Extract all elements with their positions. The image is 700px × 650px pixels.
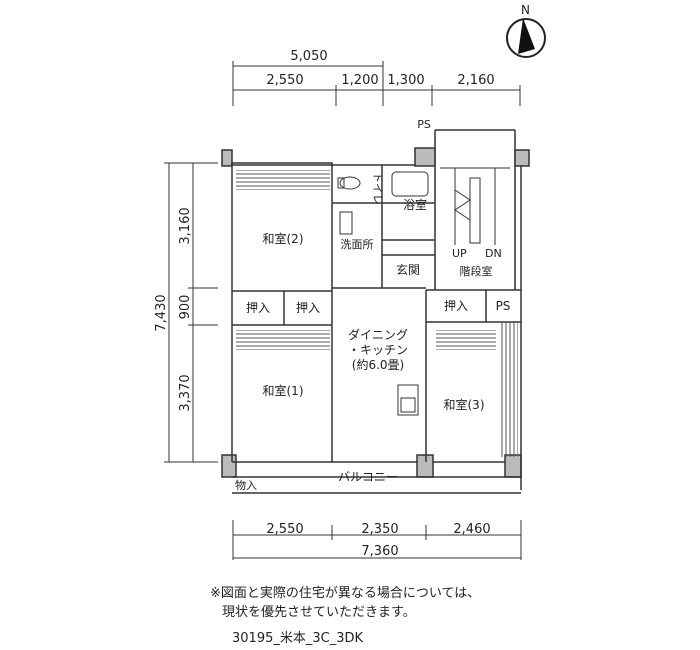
dim-bottom-seg-1: 2,550: [266, 522, 303, 537]
room-entrance: 玄関: [396, 262, 420, 277]
dim-bottom-total: 7,360: [361, 544, 398, 559]
bathtub: [391, 171, 429, 197]
room-washroom: 洗面所: [341, 238, 374, 251]
disclaimer-line-2: 現状を優先させていただきます。: [222, 605, 416, 620]
stair-dn-label: DN: [485, 247, 502, 260]
room-ps-right: PS: [496, 299, 511, 313]
bottom-dimensions: [232, 520, 522, 560]
room-washitsu-2: 和室(2): [263, 231, 304, 246]
stair-up-label: UP: [452, 247, 467, 260]
room-stairwell: 階段室: [460, 264, 493, 278]
room-balcony: バルコニー: [338, 470, 398, 484]
dim-top-seg-1: 2,550: [266, 73, 303, 88]
stairs: [440, 167, 510, 245]
left-dimensions: [164, 162, 218, 463]
closet-texture: [500, 322, 518, 457]
room-storage: 物入: [235, 478, 257, 492]
room-washitsu-3: 和室(3): [444, 397, 485, 412]
kitchen-sink: [400, 397, 416, 413]
room-dining-line1: ダイニング: [348, 327, 408, 342]
dim-bottom-seg-3: 2,460: [453, 522, 490, 537]
walls: [221, 129, 530, 494]
dim-top-total: 5,050: [290, 49, 327, 64]
tatami-texture-3: [436, 330, 496, 350]
room-oshiire-right: 押入: [444, 299, 468, 313]
room-ps-top: PS: [417, 118, 431, 131]
room-bath: 浴室: [403, 197, 427, 212]
room-oshiire-left-1: 押入: [246, 301, 270, 315]
room-toilet: トイレ: [371, 172, 384, 205]
dim-top-seg-3: 1,300: [387, 73, 424, 88]
toilet-fixture: [337, 176, 361, 190]
room-oshiire-left-2: 押入: [296, 301, 320, 315]
top-dimensions: [232, 61, 521, 106]
kitchen-counter: [397, 384, 419, 416]
washbasin: [339, 211, 353, 235]
room-washitsu-1: 和室(1): [263, 383, 304, 398]
dim-bottom-seg-2: 2,350: [361, 522, 398, 537]
dim-top-seg-4: 2,160: [457, 73, 494, 88]
compass: N: [506, 3, 546, 58]
dim-left-seg-1: 3,160: [178, 207, 193, 244]
room-dining-line3: (約6.0畳): [352, 357, 404, 372]
dim-left-total: 7,430: [154, 294, 169, 331]
dim-left-seg-3: 3,370: [178, 374, 193, 411]
disclaimer-note: ※図面と実際の住宅が異なる場合については、 現状を優先させていただきます。: [210, 584, 480, 622]
plan-code: 30195_米本_3C_3DK: [232, 631, 364, 646]
compass-north-label: N: [521, 3, 530, 17]
tatami-texture-2: [236, 170, 330, 190]
dim-left-seg-2: 900: [178, 295, 193, 320]
dim-top-seg-2: 1,200: [341, 73, 378, 88]
disclaimer-line-1: ※図面と実際の住宅が異なる場合については、: [210, 586, 481, 601]
tatami-texture-1: [236, 330, 330, 350]
room-dining-line2: ・キッチン: [348, 343, 408, 357]
